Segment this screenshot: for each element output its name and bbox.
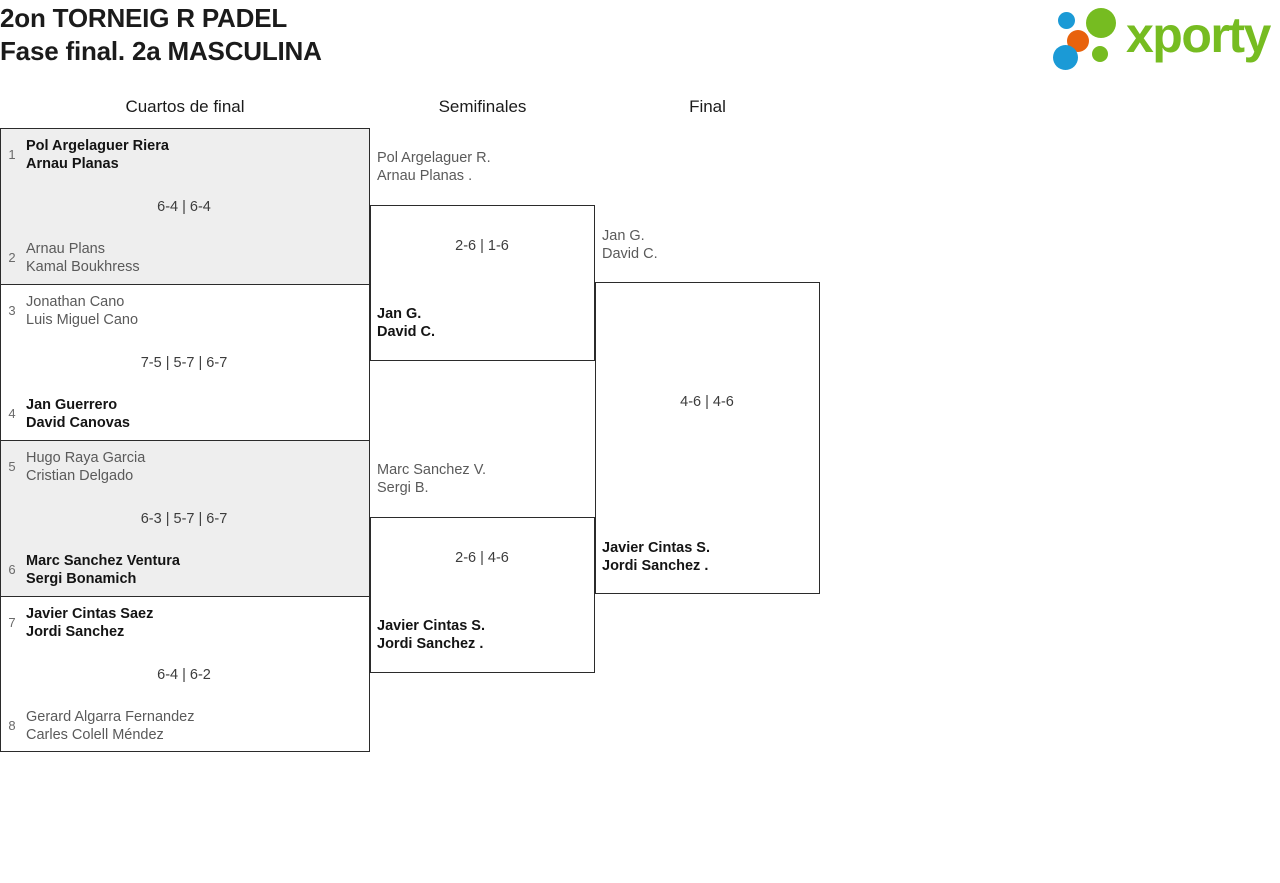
- tournament-name: 2on TORNEIG R PADEL: [0, 3, 288, 33]
- team-name: Pol Argelaguer Riera Arnau Planas: [26, 138, 169, 172]
- seed-number: 3: [8, 303, 16, 318]
- seed-number: 1: [8, 147, 16, 162]
- logo-wordmark: xporty: [1126, 7, 1271, 63]
- column-header-final: Final: [689, 97, 726, 116]
- page-title: 2on TORNEIG R PADEL Fase final. 2a MASCU…: [0, 2, 322, 68]
- page-header: 2on TORNEIG R PADEL Fase final. 2a MASCU…: [0, 0, 1280, 80]
- match-score: 6-3 | 5-7 | 6-7: [140, 511, 228, 527]
- match-score: 2-6 | 1-6: [455, 238, 509, 254]
- logo-dot-green-small: [1092, 46, 1108, 62]
- quarterfinal-match-2[interactable]: [0, 284, 370, 440]
- team-name: Jan G. David C.: [602, 228, 658, 262]
- match-score: 6-4 | 6-2: [157, 667, 211, 683]
- team-name: Javier Cintas S. Jordi Sanchez .: [377, 618, 485, 652]
- xporty-logo[interactable]: xporty: [1050, 6, 1276, 70]
- column-header-semifinals: Semifinales: [438, 97, 527, 116]
- match-score: 7-5 | 5-7 | 6-7: [140, 355, 228, 371]
- seed-number: 2: [8, 250, 16, 265]
- seed-number: 4: [8, 406, 16, 421]
- match-score: 6-4 | 6-4: [157, 199, 211, 215]
- quarterfinal-match-3[interactable]: [0, 440, 370, 596]
- quarterfinal-match-1[interactable]: [0, 128, 370, 284]
- team-name: Arnau Plans Kamal Boukhress: [26, 241, 140, 275]
- team-name: Pol Argelaguer R. Arnau Planas .: [377, 150, 491, 184]
- quarterfinal-match-4[interactable]: [0, 596, 370, 752]
- seed-number: 8: [8, 718, 16, 733]
- logo-dot-blue-small: [1058, 12, 1075, 29]
- final-match[interactable]: [595, 282, 820, 594]
- team-name: Javier Cintas Saez Jordi Sanchez: [26, 606, 154, 640]
- column-header-quarterfinals: Cuartos de final: [125, 97, 245, 116]
- team-name: Marc Sanchez Ventura Sergi Bonamich: [26, 553, 180, 587]
- team-name: Marc Sanchez V. Sergi B.: [377, 462, 487, 496]
- match-score: 2-6 | 4-6: [455, 550, 509, 566]
- semifinal-match-1[interactable]: [370, 205, 595, 361]
- seed-number: 6: [8, 562, 16, 577]
- seed-number: 7: [8, 615, 16, 630]
- team-name: Hugo Raya Garcia Cristian Delgado: [26, 450, 146, 484]
- seed-number: 5: [8, 459, 16, 474]
- team-name: Jan Guerrero David Canovas: [26, 397, 130, 431]
- team-name: Javier Cintas S. Jordi Sanchez .: [602, 540, 710, 574]
- logo-dot-green-large: [1086, 8, 1116, 38]
- team-name: Jonathan Cano Luis Miguel Cano: [26, 294, 139, 328]
- tournament-phase: Fase final. 2a MASCULINA: [0, 36, 322, 66]
- semifinal-match-2[interactable]: [370, 517, 595, 673]
- match-score: 4-6 | 4-6: [680, 394, 734, 410]
- team-name: Gerard Algarra Fernandez Carles Colell M…: [26, 709, 195, 743]
- team-name: Jan G. David C.: [377, 306, 436, 340]
- logo-dot-blue-large: [1053, 45, 1078, 70]
